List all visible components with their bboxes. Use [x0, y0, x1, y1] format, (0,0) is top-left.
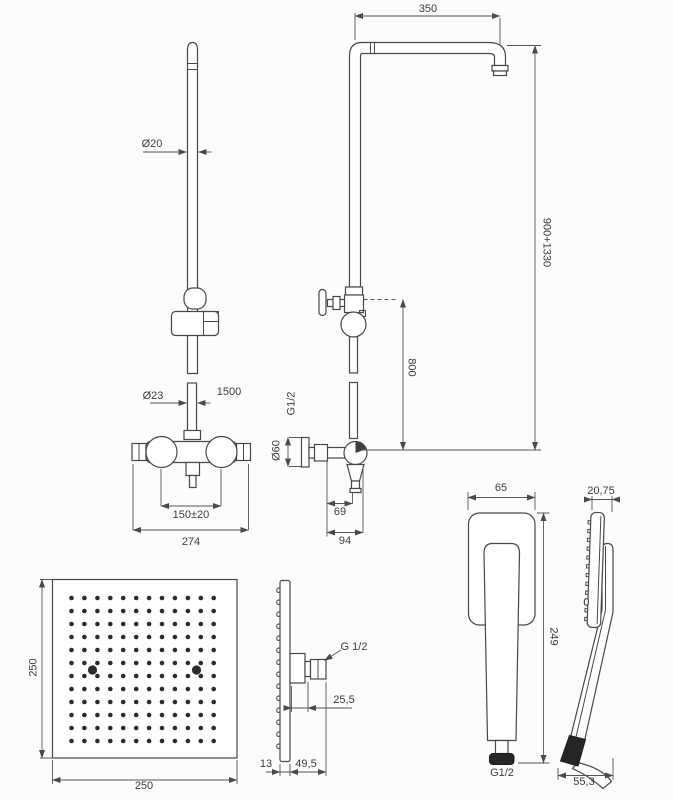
dim-hand-shower-height: 249: [547, 627, 560, 646]
mixer-left-knob: [145, 435, 178, 469]
wall-flange: [300, 436, 310, 468]
mixer-right-knob: [205, 435, 238, 469]
dim-hose-length: 1500: [216, 386, 242, 398]
handshower-holder: [346, 463, 365, 482]
left-dimensions: [132, 148, 249, 534]
dim-diverter-height: 800: [405, 358, 418, 377]
riser-column: [318, 41, 509, 440]
dim-valve-inlet-centers: 150±20: [172, 509, 210, 521]
dim-hand-shower-depth: 20,75: [587, 485, 615, 497]
diverter-body: [343, 294, 365, 314]
diverter-handle: [318, 288, 327, 317]
label-riser-thread: G1/2: [285, 391, 298, 416]
overhead-shower-side-view: [266, 579, 352, 776]
dim-head-total-depth: 49,5: [295, 758, 317, 770]
dim-head-connector-offset: 25,5: [333, 694, 355, 706]
shower-arm: [348, 41, 507, 288]
hand-shower-front-view: [467, 492, 550, 765]
hand-shower-side-view: [557, 496, 621, 790]
label-hand-shower-thread: G1/2: [490, 767, 514, 779]
arm-outlet-nut: [491, 64, 509, 72]
middle-dimensions: [284, 12, 541, 537]
dim-flange-diameter: Ø60: [270, 440, 283, 461]
wall-bracket: [300, 436, 368, 494]
rail-slider-knob: [183, 287, 207, 310]
dim-hand-shower-side-width: 55,3: [573, 776, 595, 788]
dim-arm-width: 350: [418, 3, 438, 15]
hand-shower-handle: [483, 542, 521, 742]
dim-head-width: 250: [134, 780, 154, 792]
dim-pipe-diameter: Ø23: [142, 390, 164, 402]
dim-head-plate-depth: 13: [259, 758, 273, 770]
label-head-thread: G 1/2: [340, 641, 368, 653]
riser-ball-joint: [340, 311, 367, 338]
overhead-shower-front-view: [38, 578, 238, 784]
dim-bracket-depth: 94: [338, 535, 352, 547]
hand-shower-grip: [559, 734, 587, 767]
dim-hand-shower-width: 65: [494, 482, 508, 494]
dim-total-height-range: 900+1330: [540, 217, 553, 268]
mixer-valve-front-view: [131, 435, 252, 489]
rail-slider-body: [170, 310, 220, 337]
hand-shower-hose-nut: [489, 753, 515, 765]
dim-bracket-offset: 69: [333, 506, 347, 518]
spray-dot-grid: [69, 595, 216, 744]
dim-valve-width: 274: [181, 536, 201, 548]
mixer-outlet: [185, 461, 201, 477]
dim-rail-diameter: Ø20: [141, 138, 163, 150]
rail-front-view: [170, 41, 220, 441]
dim-head-height: 250: [27, 658, 40, 677]
